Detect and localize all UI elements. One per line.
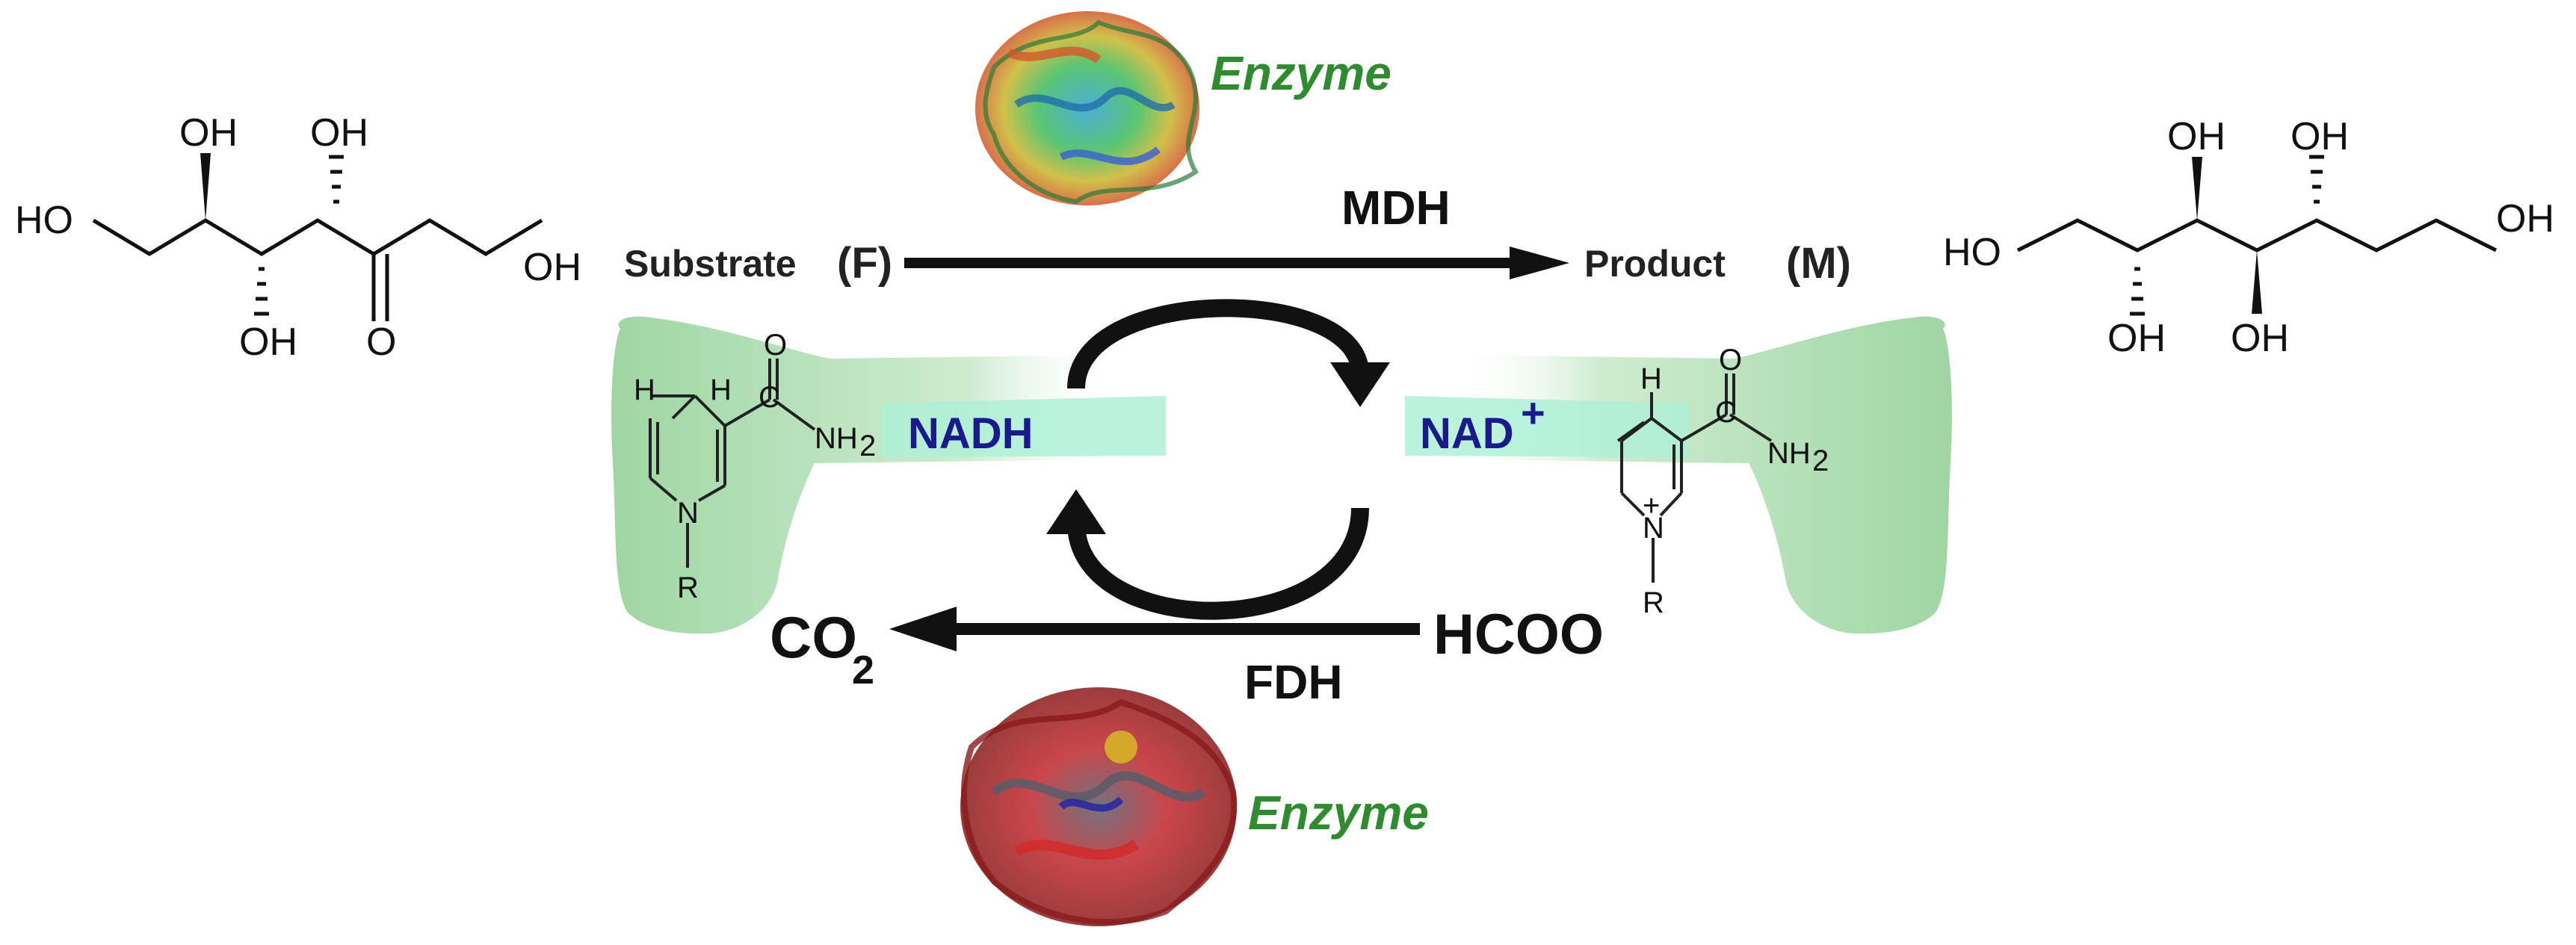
atom-label: N bbox=[1643, 512, 1664, 545]
hashed-bond bbox=[2130, 267, 2145, 316]
atom-label: N bbox=[677, 497, 699, 530]
atom-label: + bbox=[1643, 489, 1660, 522]
atom-label: OH bbox=[239, 320, 297, 364]
atom-label: HO bbox=[1943, 231, 2001, 274]
atom-label: R bbox=[677, 571, 699, 604]
fructose-atom-labels: HO OH OH OH O OH bbox=[15, 111, 581, 364]
hcoo-label: HCOO bbox=[1433, 603, 1604, 666]
enzyme-caption-bottom: Enzyme bbox=[1248, 786, 1429, 840]
atom-label: OH bbox=[2107, 317, 2166, 360]
nadh-label: NADH bbox=[908, 409, 1034, 458]
atom-label: OH bbox=[2231, 317, 2289, 360]
atom-label: HO bbox=[15, 199, 73, 242]
atom-label: O bbox=[764, 329, 787, 362]
atom-label: OH bbox=[523, 246, 581, 289]
substrate-code: (F) bbox=[837, 239, 892, 288]
fdh-label: FDH bbox=[1244, 655, 1343, 709]
cycle-arrow-top bbox=[1067, 299, 1390, 407]
hashed-bond bbox=[329, 155, 344, 204]
product-label: Product bbox=[1584, 243, 1726, 285]
atom-label: 2 bbox=[1812, 444, 1829, 477]
atom-label: H bbox=[1640, 362, 1662, 395]
enzyme-caption-top: Enzyme bbox=[1211, 46, 1392, 100]
hashed-bond bbox=[2309, 155, 2324, 204]
product-code: (M) bbox=[1786, 239, 1851, 288]
nadh-ring-structure bbox=[649, 359, 816, 568]
hashed-bond bbox=[254, 267, 269, 316]
nadh-ring-atoms: H H O C NH 2 N R bbox=[634, 329, 876, 604]
mannitol-atom-labels: HO OH OH OH OH OH bbox=[1943, 115, 2554, 360]
nad-charge: + bbox=[1521, 389, 1545, 436]
mannitol-structure bbox=[2016, 155, 2498, 316]
cycle-arrow-bottom bbox=[1046, 489, 1369, 620]
substrate-label: Substrate bbox=[624, 243, 797, 285]
atom-label: C bbox=[1715, 396, 1737, 429]
atom-label: OH bbox=[2291, 115, 2349, 158]
atom-label: OH bbox=[310, 111, 368, 155]
nad-blob bbox=[1405, 316, 1952, 634]
atom-label: NH bbox=[815, 422, 858, 455]
atom-label: O bbox=[366, 320, 396, 364]
atom-label: OH bbox=[2496, 197, 2554, 241]
co2-subscript: 2 bbox=[852, 648, 874, 693]
atom-label: C bbox=[759, 381, 780, 414]
forward-reaction-arrow bbox=[904, 247, 1569, 279]
nad-ring-atoms: H O C NH 2 N + R bbox=[1640, 344, 1829, 619]
nad-label: NAD bbox=[1420, 409, 1514, 458]
atom-label: 2 bbox=[859, 430, 876, 462]
fdh-protein-image bbox=[960, 687, 1238, 926]
co2-label: CO bbox=[770, 604, 857, 670]
reverse-reaction-arrow bbox=[889, 607, 1420, 651]
atom-label: NH bbox=[1767, 437, 1811, 470]
nad-ring-structure bbox=[1616, 374, 1773, 583]
atom-label: OH bbox=[2167, 115, 2226, 158]
atom-label: H bbox=[634, 374, 655, 406]
fructose-structure bbox=[92, 153, 543, 321]
atom-label: OH bbox=[179, 111, 238, 155]
atom-label: R bbox=[1643, 586, 1664, 619]
mdh-label: MDH bbox=[1341, 181, 1451, 235]
atom-label: H bbox=[710, 374, 732, 406]
mdh-protein-image bbox=[975, 11, 1199, 205]
nadh-blob bbox=[611, 316, 1166, 634]
atom-label: O bbox=[1719, 344, 1742, 377]
